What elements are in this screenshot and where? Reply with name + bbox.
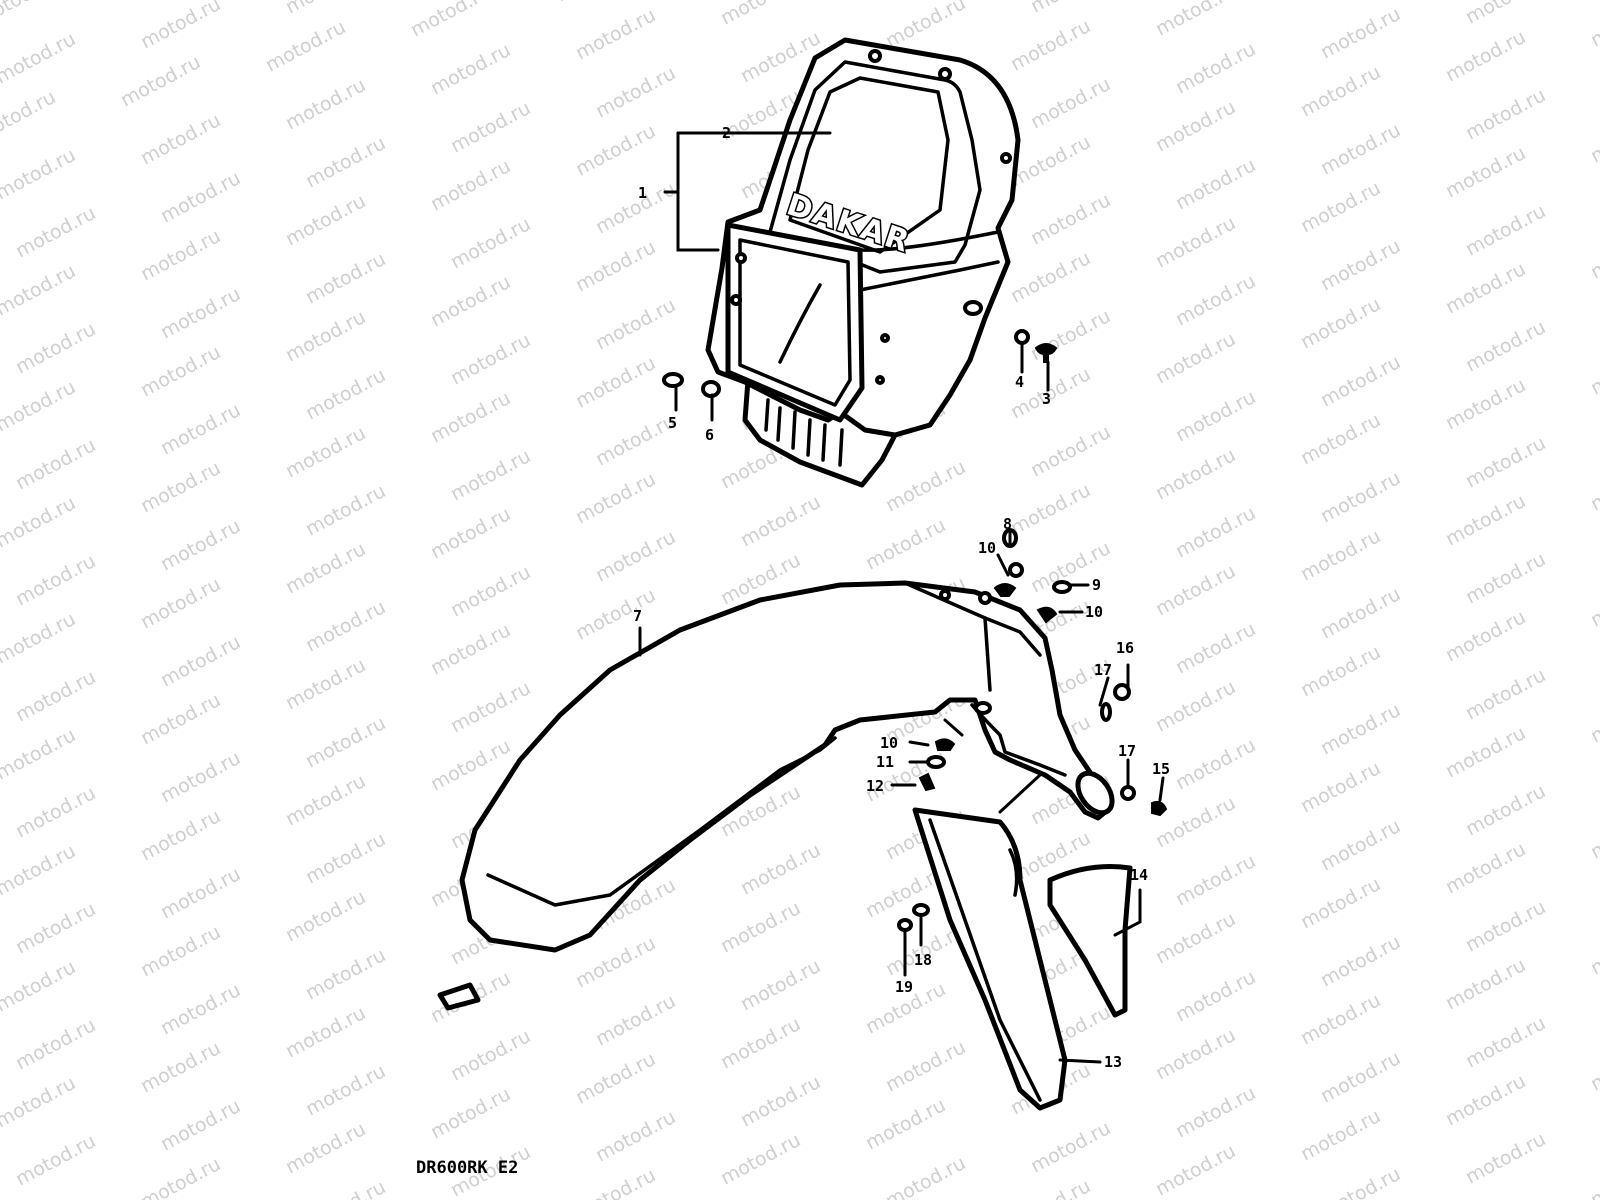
- callout-10b: 10: [1085, 603, 1103, 621]
- callout-6: 6: [705, 426, 714, 444]
- callout-18: 18: [914, 951, 932, 969]
- small-bracket-icon: [437, 982, 481, 1011]
- callout-12: 12: [866, 777, 884, 795]
- front-fender: [459, 580, 1115, 953]
- callout-9: 9: [1092, 576, 1101, 594]
- callout-1: 1: [638, 184, 647, 202]
- callout-10c: 10: [880, 734, 898, 752]
- callout-10a: 10: [978, 539, 996, 557]
- callout-2: 2: [722, 124, 731, 142]
- cowl-hardware: [662, 329, 1058, 398]
- callout-19: 19: [895, 978, 913, 996]
- headlight-cowl: [705, 37, 1021, 488]
- callout-5: 5: [668, 414, 677, 432]
- callout-11: 11: [876, 753, 894, 771]
- callout-4: 4: [1015, 373, 1024, 391]
- bolt-3-icon: [1034, 343, 1058, 363]
- bolt-5-icon: [662, 372, 684, 388]
- model-code: DR600RK E2: [416, 1158, 518, 1178]
- callout-14: 14: [1130, 866, 1148, 884]
- callouts: 1 2 3 4 5 6 7 8 9 10 10 10 11 12 13 14 1…: [633, 124, 1170, 1071]
- fork-guard: [912, 807, 1068, 1111]
- callout-17a: 17: [1094, 661, 1112, 679]
- callout-17b: 17: [1118, 742, 1136, 760]
- callout-3: 3: [1042, 390, 1051, 408]
- callout-7: 7: [633, 607, 642, 625]
- callout-13: 13: [1104, 1053, 1122, 1071]
- inner-guard: [1047, 864, 1133, 1018]
- callout-8: 8: [1003, 515, 1012, 533]
- callout-16: 16: [1116, 639, 1134, 657]
- leader-lines: [638, 131, 1165, 1064]
- washer-4-icon: [1014, 329, 1030, 345]
- callout-15: 15: [1152, 760, 1170, 778]
